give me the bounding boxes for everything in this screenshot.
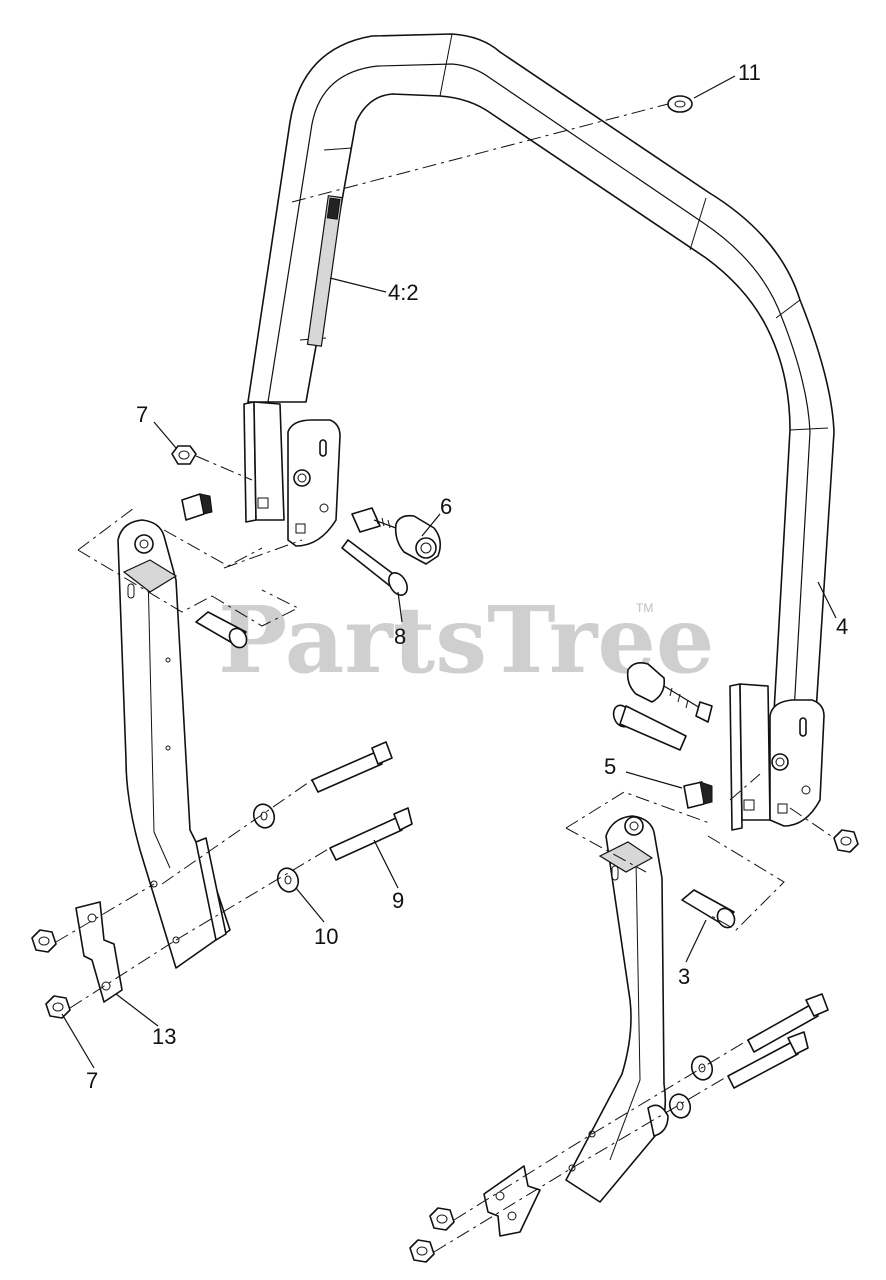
callout-7-top: 7	[136, 402, 148, 427]
clevis-pin-8	[341, 539, 408, 596]
callout-11: 11	[738, 60, 761, 85]
callout-8: 8	[394, 624, 406, 649]
washer-right-lower	[668, 1093, 692, 1119]
mounting-plate-right	[483, 1165, 541, 1237]
flange-nut-7-top	[171, 445, 197, 465]
callout-13: 13	[152, 1024, 176, 1049]
mounting-plate-13	[75, 901, 123, 1003]
callout-4: 4	[836, 614, 848, 639]
upper-roll-bar	[247, 33, 835, 713]
spacer-sleeve-right	[681, 889, 736, 929]
axis-line-11	[291, 103, 669, 203]
right-lower-upright	[565, 815, 669, 1203]
upper-right-bracket	[729, 683, 825, 831]
hex-bolt-9-upper	[311, 741, 393, 793]
flange-nut-7-left-upper	[31, 929, 57, 953]
hex-bolt-right-upper	[747, 993, 829, 1053]
flange-nut-right-upper	[429, 1207, 455, 1231]
callout-4-2: 4:2	[388, 280, 419, 305]
callout-7-bottom: 7	[86, 1068, 98, 1093]
flange-nut-7-left-lower	[45, 995, 71, 1019]
hex-bolt-9-lower	[329, 807, 413, 861]
upper-left-bracket	[243, 401, 341, 547]
callout-6: 6	[440, 494, 452, 519]
bumper-block-right	[683, 781, 713, 809]
flange-nut-right	[833, 829, 859, 853]
washer-11	[667, 95, 693, 113]
axis-line-7-top	[195, 455, 253, 481]
washer-10-upper	[252, 803, 276, 829]
install-box-left	[77, 507, 135, 551]
latch-pin-right	[626, 662, 713, 723]
flange-nut-right-lower	[409, 1239, 435, 1263]
spacer-sleeve-left	[195, 611, 248, 649]
callout-3: 3	[678, 964, 690, 989]
bumper-block-left	[181, 493, 213, 521]
callout-5: 5	[604, 754, 616, 779]
left-lower-upright	[117, 519, 231, 969]
trademark-mark: TM	[636, 601, 653, 615]
callout-10: 10	[314, 924, 338, 949]
clevis-pin-right	[612, 704, 687, 751]
hex-bolt-right-lower	[727, 1031, 809, 1089]
callout-9: 9	[392, 888, 404, 913]
washer-10-lower	[276, 867, 300, 893]
